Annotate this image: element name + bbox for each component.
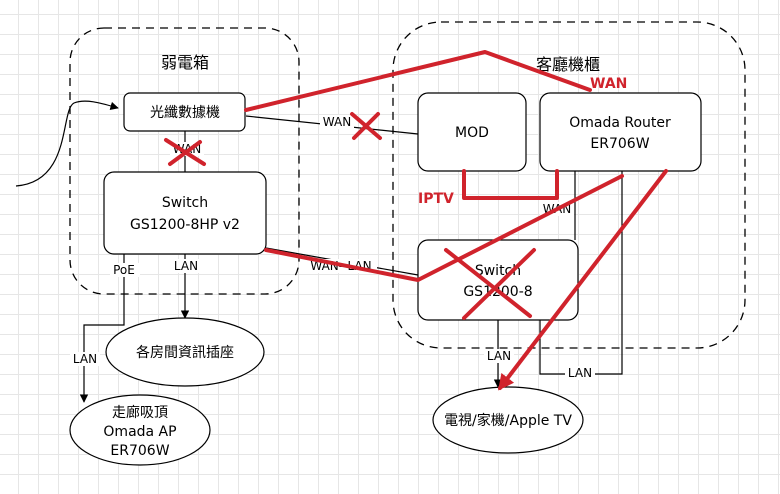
red-switch8-cross-a — [444, 248, 532, 318]
router-label-1: Omada Router — [569, 115, 671, 131]
poe-label-bg — [110, 263, 140, 277]
red-router-switch-path-line — [264, 174, 624, 282]
ap-label-1: 走廊吸頂 — [112, 404, 168, 421]
red-router-tv-arrow-line — [498, 169, 668, 391]
red-wan-path-line — [244, 50, 592, 112]
red-modem-switch-cross-b — [168, 140, 202, 166]
mod-node — [417, 92, 527, 172]
router-tv-edge-label: LAN — [568, 366, 592, 380]
wan-annotation: WAN — [590, 76, 627, 92]
router-label-2: ER706W — [590, 136, 649, 152]
fiber-modem-label: 光纖數據機 — [150, 105, 220, 121]
mod-label: MOD — [455, 125, 489, 141]
rooms-node — [105, 317, 265, 387]
router-node — [539, 92, 702, 172]
switch8-node — [417, 239, 579, 321]
ap-node — [69, 394, 211, 466]
sw8-tv-edge-label: LAN — [487, 349, 511, 363]
router-tv-label-bg — [565, 366, 595, 380]
ap-label-2: Omada AP — [103, 424, 176, 440]
red-iptv-path-line — [462, 169, 559, 200]
red-modem-mod-cross-b — [352, 112, 380, 140]
ap-lan-edge-label: LAN — [73, 352, 97, 366]
poe-switch-node — [103, 171, 267, 255]
red-switch8-cross-b — [462, 248, 536, 320]
modem-mod-edge-label: WAN — [323, 115, 351, 129]
modem-mod-label-bg — [320, 115, 354, 129]
cabinet-group-title: 弱電箱 — [161, 53, 209, 72]
poe-switch-label-1: Switch — [162, 195, 208, 211]
tv-label: 電視/家機/Apple TV — [444, 412, 572, 429]
incoming-fiber-line — [15, 100, 119, 187]
ap-lan-label-bg — [70, 352, 100, 366]
living-room-group-title: 客廳機櫃 — [536, 55, 600, 74]
sw-lan-label-bg — [171, 259, 201, 273]
living-room-group — [392, 21, 746, 349]
red-annotations — [164, 50, 668, 391]
sw-lan-edge-label: LAN — [174, 259, 198, 273]
poe-switch-label-2: GS1200-8HP v2 — [130, 217, 240, 233]
fiber-modem-node — [123, 92, 246, 132]
rooms-label: 各房間資訊插座 — [136, 345, 234, 361]
sw8-tv-label-bg — [484, 349, 514, 363]
ap-label-3: ER706W — [110, 443, 169, 459]
poe-edge-label: PoE — [113, 263, 135, 277]
iptv-annotation: IPTV — [418, 191, 454, 207]
